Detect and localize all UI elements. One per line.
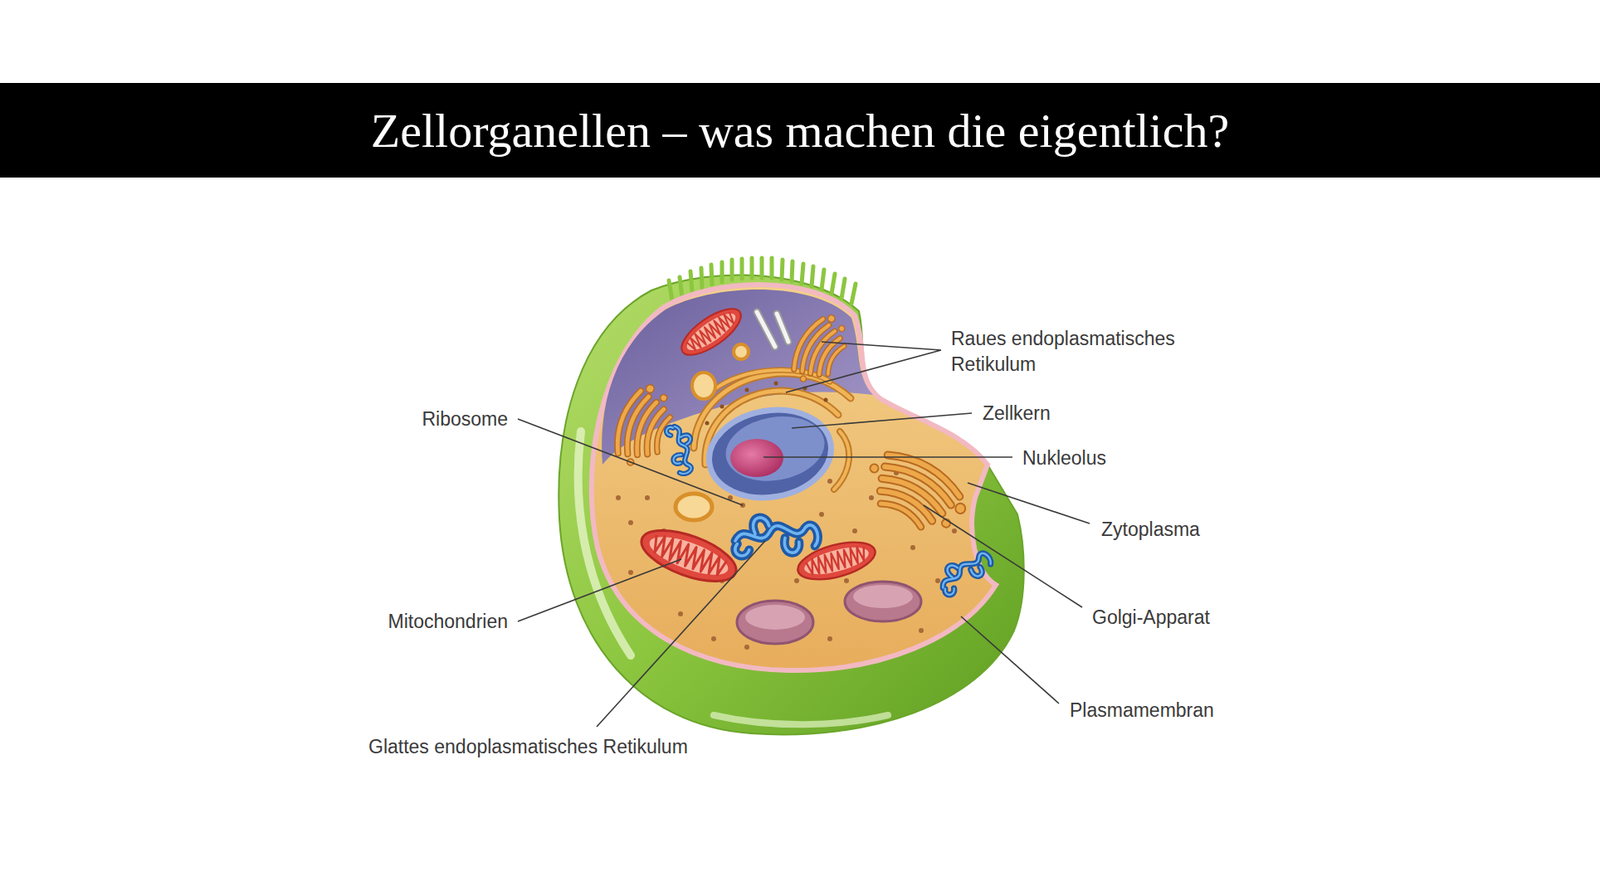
leader-line [596, 541, 766, 727]
nucleolus [730, 439, 784, 478]
vesicle-disc [853, 585, 913, 609]
part-label: Raues endoplasmatisches Retikulum [951, 326, 1225, 378]
rough-er-dots [745, 388, 750, 393]
smooth-er [935, 546, 996, 597]
leader-line [960, 616, 1059, 704]
part-label: Nukleolus [1022, 445, 1107, 472]
ribosome-dots [951, 528, 957, 534]
mitochondrion [634, 520, 742, 592]
part-label: Zytoplasma [1101, 517, 1200, 543]
leader-lines [517, 341, 1090, 727]
mitochondrion [674, 300, 748, 364]
vesicle-disc [736, 600, 814, 644]
part-label: Ribosome [421, 406, 508, 433]
ribosome-dots [868, 495, 874, 501]
leader-line [791, 413, 972, 429]
part-label: Golgi-Apparat [1092, 604, 1210, 631]
leader-line [923, 505, 1083, 608]
part-label: Glattes endoplasmatisches Retikulum [368, 734, 688, 761]
ribosome-dots [827, 636, 833, 642]
ribosome-dots [628, 520, 634, 526]
centrioles [756, 312, 789, 347]
ribosome-dots [644, 495, 650, 501]
rough-er [834, 431, 849, 490]
vesicles [733, 344, 749, 360]
vesicles [692, 372, 716, 400]
slide-title: Zellorganellen – was machen die eigentli… [0, 82, 1600, 178]
ribosome-dots [935, 578, 941, 584]
rough-er [834, 431, 849, 490]
nucleus [702, 400, 839, 508]
rough-er-dots [824, 398, 829, 403]
leader-line [517, 559, 682, 622]
ribosome-dots [819, 512, 825, 518]
part-label: Zellkern [982, 400, 1051, 427]
mitochondrion [794, 535, 880, 587]
ribosome-dots [678, 611, 683, 617]
rough-er-dots [720, 404, 725, 410]
golgi [785, 308, 855, 391]
vesicle-disc [745, 604, 805, 630]
leader-line [785, 341, 942, 393]
vesicle-disc [844, 581, 922, 622]
nucleus [702, 400, 839, 508]
cytoplasm [591, 284, 996, 671]
nucleus [720, 409, 830, 489]
rough-er-dots [774, 381, 779, 386]
part-label: Mitochondrien [388, 609, 508, 635]
ribosome-dots [744, 644, 750, 650]
leader-line [967, 482, 1090, 524]
ribosome-dots [918, 628, 924, 634]
ribosome-dots [827, 478, 833, 484]
smooth-er [735, 517, 819, 557]
ribosome-dots [628, 570, 634, 576]
centrioles [756, 312, 789, 347]
ribosome-dots [794, 578, 800, 584]
highlight [713, 715, 888, 725]
leader-line [763, 456, 1013, 459]
part-label: Plasmamembran [1069, 697, 1215, 724]
ribosome-dots [843, 578, 849, 584]
ribosome-dots [615, 495, 621, 501]
smooth-er [665, 424, 697, 476]
vesicles [675, 493, 713, 521]
centrioles [756, 312, 789, 347]
leader-line [517, 419, 743, 506]
ribosome-dots [910, 545, 916, 551]
vesicle-disc [736, 581, 922, 644]
rough-er-dots [705, 421, 710, 426]
ribosome-dots [711, 636, 717, 642]
ribosome-dots [852, 528, 858, 534]
